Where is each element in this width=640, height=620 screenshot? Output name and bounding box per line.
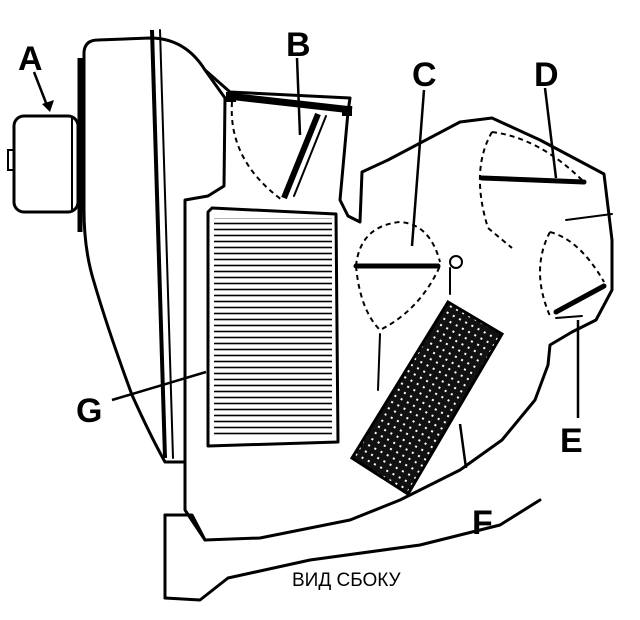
- view-caption: ВИД СБОКУ: [292, 570, 402, 591]
- heater-case: [163, 68, 614, 602]
- mode-door-upper: [478, 131, 613, 249]
- callout-e: E: [560, 422, 583, 460]
- leader-lines: [32, 57, 580, 469]
- evaporator-core: [206, 206, 340, 448]
- callout-g: G: [76, 392, 102, 430]
- callout-c: C: [412, 56, 437, 94]
- recirculation-door: [226, 92, 353, 201]
- blend-door: [353, 220, 463, 391]
- mode-door-lower: [539, 231, 607, 319]
- blower-housing: [77, 29, 227, 464]
- callout-f: F: [472, 504, 493, 542]
- blower-motor: [7, 114, 80, 214]
- heater-core: [349, 299, 505, 497]
- callout-b: B: [286, 26, 311, 64]
- callout-d: D: [534, 56, 559, 94]
- callout-a: A: [18, 40, 43, 78]
